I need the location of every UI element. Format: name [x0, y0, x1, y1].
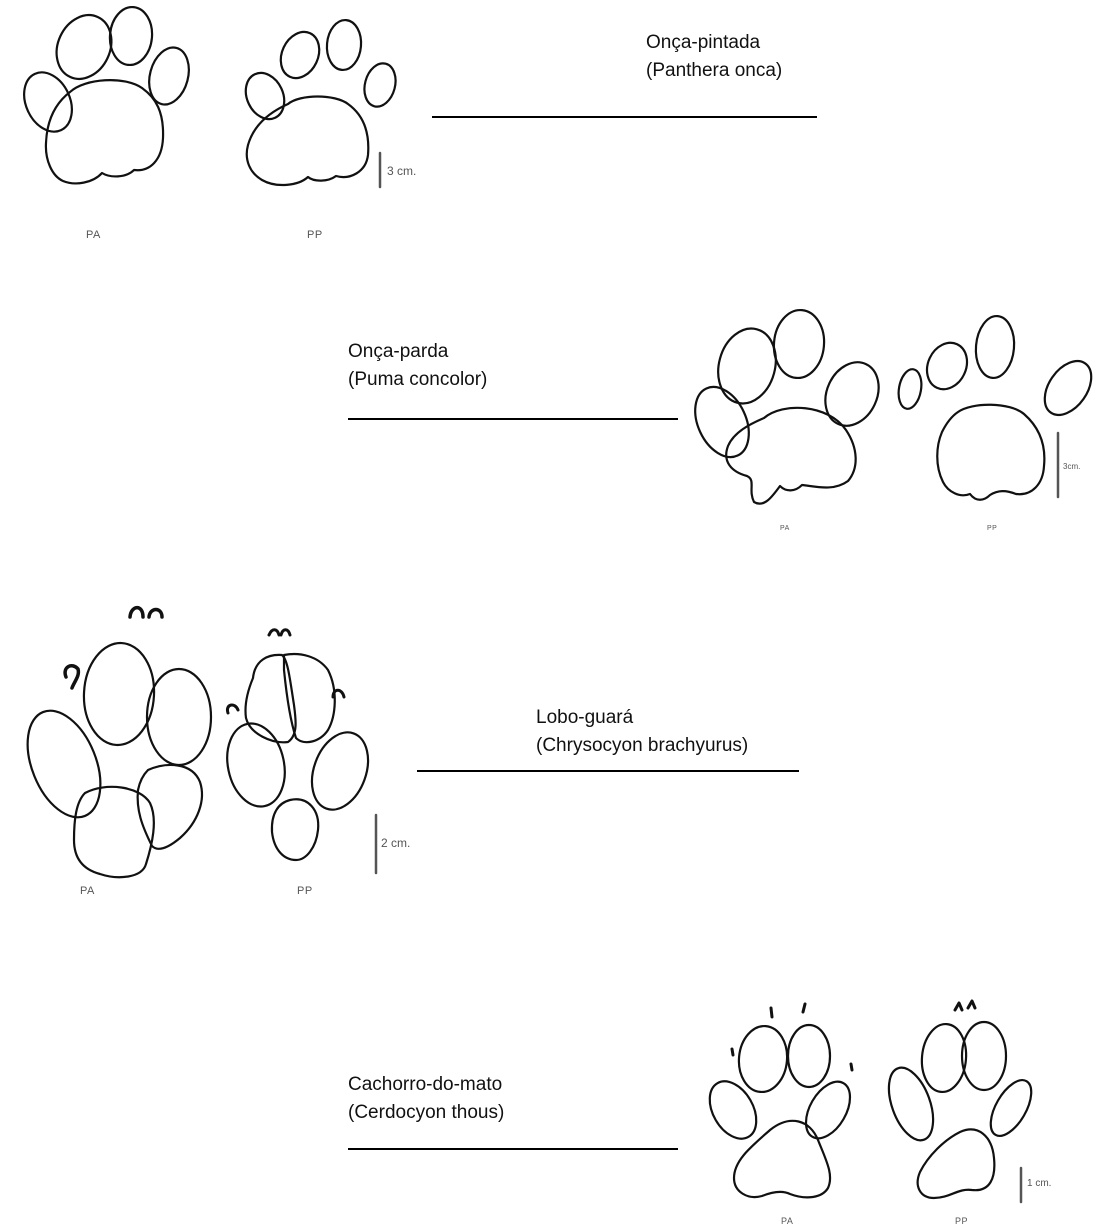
main-pad	[270, 798, 320, 862]
toe-pad	[244, 71, 286, 121]
toe-pad	[772, 308, 826, 380]
cachorro-do-mato-hind-paw	[887, 999, 1033, 1200]
claw-mark	[331, 688, 346, 699]
claw-mark	[225, 703, 240, 715]
toe-pad	[960, 1020, 1008, 1092]
onca-parda-hind-paw	[897, 314, 1093, 501]
main-pad	[44, 79, 165, 185]
toe-pad	[804, 1080, 852, 1140]
onca-pintada-fore-label: PA	[86, 229, 101, 241]
cachorro-do-mato-separator	[348, 1148, 678, 1150]
toe-pad	[708, 1080, 758, 1140]
toe-pad	[148, 46, 190, 106]
lobo-guara-separator	[417, 770, 799, 772]
toe-pad	[920, 1022, 968, 1094]
onca-parda-fore-paw	[694, 308, 880, 505]
main-pad	[72, 785, 155, 879]
toe-pad	[82, 641, 156, 747]
lobo-guara-hind-paw	[225, 628, 370, 862]
toe-pad	[887, 1066, 935, 1142]
main-pad	[916, 1128, 996, 1200]
lobo-guara-fore-label: PA	[80, 885, 95, 897]
toe-pad	[108, 5, 154, 67]
main-pad	[936, 403, 1046, 501]
onca-parda-common-name: Onça-parda	[348, 341, 449, 362]
toe-pad	[244, 653, 297, 744]
onca-pintada-common-name: Onça-pintada	[646, 32, 761, 53]
onca-parda-scale-label: 3cm.	[1063, 462, 1081, 471]
toe-pad	[717, 327, 777, 405]
lobo-guara-fore-paw	[26, 605, 213, 879]
cachorro-do-mato-scale-label: 1 cm.	[1027, 1178, 1052, 1189]
claw-mark	[953, 999, 977, 1012]
claw-mark	[849, 1062, 854, 1072]
toe-pad	[737, 1024, 789, 1094]
onca-pintada-hind-paw	[244, 18, 397, 187]
onca-pintada-separator	[432, 116, 817, 118]
toe-pad	[226, 722, 286, 808]
toe-pad	[824, 361, 880, 427]
toe-pad	[310, 731, 370, 811]
main-pad	[725, 406, 857, 505]
lobo-guara-common-name: Lobo-guará	[536, 707, 634, 728]
toe-pad	[1043, 360, 1093, 416]
cachorro-do-mato-scientific-name: (Cerdocyon thous)	[348, 1102, 505, 1123]
cachorro-do-mato-common-name: Cachorro-do-mato	[348, 1074, 503, 1095]
toe-pad	[55, 14, 113, 80]
onca-pintada-fore-paw	[23, 5, 190, 185]
toe-pad	[363, 62, 397, 108]
lobo-guara-scientific-name: (Chrysocyon brachyurus)	[536, 735, 749, 756]
main-pad	[732, 1119, 832, 1199]
lobo-guara-scale-label: 2 cm.	[381, 836, 411, 850]
main-pad	[245, 95, 370, 187]
toe-pad	[925, 341, 969, 391]
toe-pad	[786, 1023, 832, 1089]
onca-pintada-hind-label: PP	[307, 229, 323, 241]
claw-mark	[769, 1006, 774, 1019]
onca-parda-separator	[348, 418, 678, 420]
toe-pad	[989, 1079, 1033, 1137]
cachorro-do-mato-hind-label: PP	[955, 1216, 969, 1226]
toe-pad	[282, 653, 336, 744]
toe-pad	[145, 667, 213, 767]
onca-parda-scientific-name: (Puma concolor)	[348, 369, 488, 390]
cachorro-do-mato-fore-paw	[708, 1002, 854, 1199]
toe-pad	[897, 368, 923, 410]
claw-mark	[267, 628, 292, 637]
main-pad	[136, 764, 204, 850]
onca-pintada-scale-label: 3 cm.	[387, 164, 417, 178]
claw-mark	[730, 1047, 735, 1057]
onca-parda-hind-label: PP	[987, 525, 998, 532]
cachorro-do-mato-fore-label: PA	[781, 1216, 794, 1226]
lobo-guara-hind-label: PP	[297, 885, 313, 897]
claw-mark	[63, 664, 81, 690]
toe-pad	[325, 18, 363, 72]
claw-mark	[128, 605, 164, 619]
toe-pad	[26, 709, 102, 819]
onca-pintada-scientific-name: (Panthera onca)	[646, 60, 783, 81]
toe-pad	[694, 385, 750, 459]
toe-pad	[279, 30, 321, 80]
claw-mark	[801, 1002, 807, 1014]
toe-pad	[974, 314, 1016, 380]
onca-parda-fore-label: PA	[780, 525, 790, 532]
